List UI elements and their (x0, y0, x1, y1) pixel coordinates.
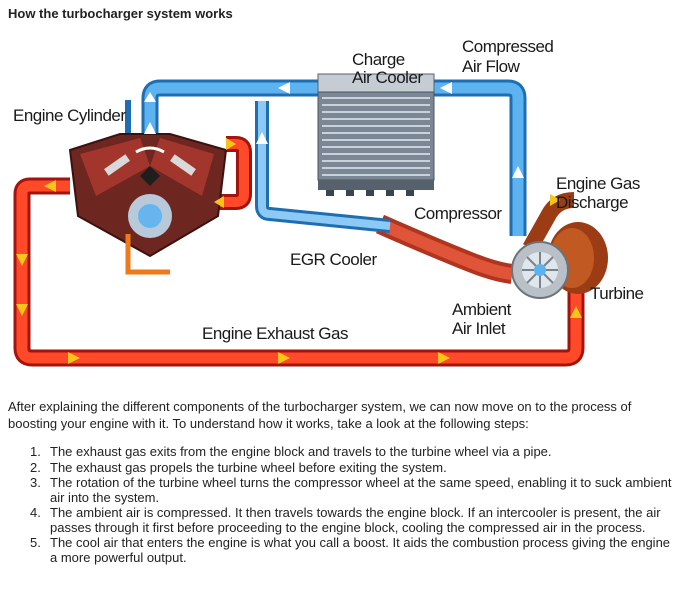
label-compressed-air-flow-2: Air Flow (462, 57, 520, 76)
label-compressed-air-flow-1: Compressed (462, 37, 554, 56)
step-number: 3. (30, 475, 41, 490)
flow-arrows (16, 138, 582, 364)
steps-list: 1. The exhaust gas exits from the engine … (8, 444, 672, 566)
engine-block (68, 133, 228, 275)
charge-air-cooler (317, 73, 435, 196)
step-text: The exhaust gas exits from the engine bl… (50, 444, 552, 459)
list-item: 4. The ambient air is compressed. It then… (8, 505, 672, 535)
list-item: 5. The cool air that enters the engine is… (8, 535, 672, 565)
label-ambient-air-inlet-1: Ambient (452, 300, 511, 319)
label-ambient-air-inlet-2: Air Inlet (452, 319, 506, 338)
label-engine-gas-discharge-2: Discharge (556, 193, 629, 212)
label-engine-cylinder: Engine Cylinder (13, 106, 126, 125)
intake-arrows (144, 82, 524, 178)
label-turbine: Turbine (590, 284, 644, 303)
list-item: 3. The rotation of the turbine wheel turn… (8, 475, 672, 505)
label-egr-cooler: EGR Cooler (290, 250, 377, 269)
label-charge-air-cooler-2: Air Cooler (352, 68, 423, 87)
list-item: 2. The exhaust gas propels the turbine wh… (8, 459, 672, 476)
turbocharger-diagram: Engine Cylinder Charge Air Cooler Compre… (0, 26, 684, 376)
turbocharger (511, 222, 608, 299)
label-compressor: Compressor (414, 204, 502, 223)
label-engine-gas-discharge-1: Engine Gas (556, 174, 640, 193)
step-number: 4. (30, 505, 41, 520)
label-engine-exhaust-gas: Engine Exhaust Gas (202, 324, 348, 343)
step-number: 5. (30, 535, 41, 550)
exhaust-pipe (13, 136, 585, 367)
step-text: The rotation of the turbine wheel turns … (50, 475, 672, 505)
page-title: How the turbocharger system works (8, 6, 233, 21)
step-number: 2. (30, 459, 41, 475)
step-number: 1. (30, 444, 41, 459)
label-charge-air-cooler-1: Charge (352, 50, 405, 69)
step-text: The cool air that enters the engine is w… (50, 535, 671, 565)
diagram-graphic (13, 73, 608, 367)
step-text: The ambient air is compressed. It then t… (50, 505, 661, 535)
intro-paragraph: After explaining the different component… (8, 399, 632, 431)
list-item: 1. The exhaust gas exits from the engine … (8, 444, 672, 460)
step-text: The exhaust gas propels the turbine whee… (50, 459, 447, 475)
